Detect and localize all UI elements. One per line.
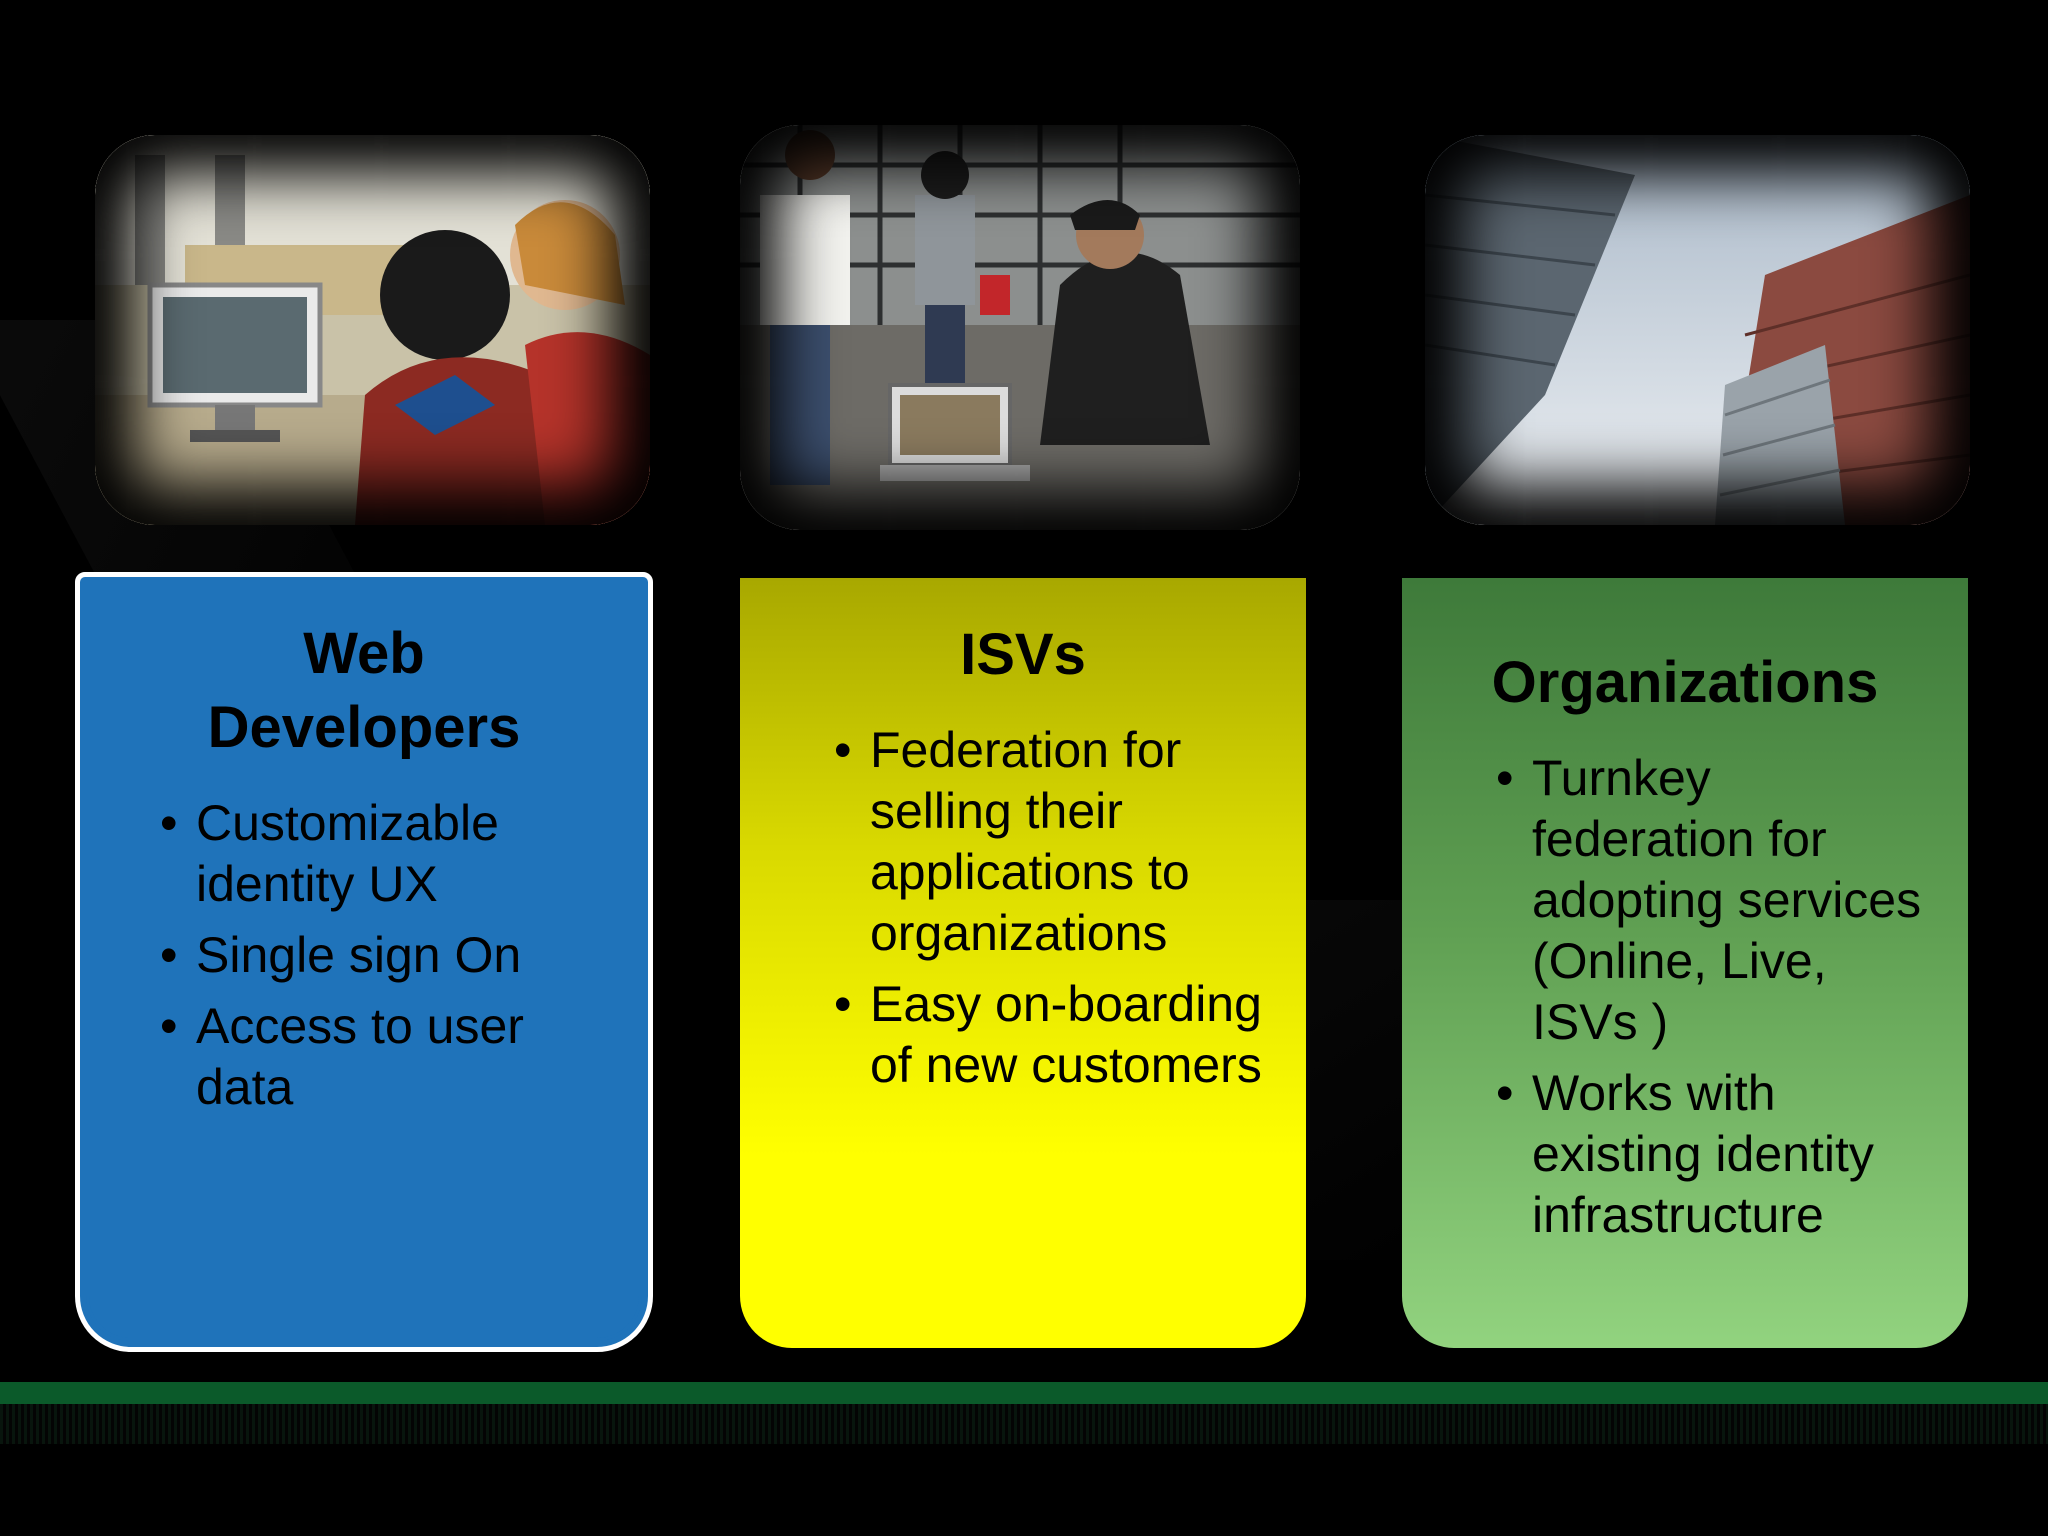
list-item: Access to user data <box>160 996 608 1118</box>
business-meeting-photo <box>740 125 1300 530</box>
card-title: ISVs <box>960 622 1086 687</box>
card-title: Web Developers <box>207 621 521 760</box>
list-item: Works with existing identity infrastruct… <box>1496 1063 1928 1246</box>
card-organizations: Organizations Turnkey federation for ado… <box>1402 578 1968 1348</box>
list-item: Turnkey federation for adopting services… <box>1496 748 1928 1053</box>
list-item: Single sign On <box>160 925 608 986</box>
footer-hatch <box>0 1404 2048 1444</box>
list-item: Customizable identity UX <box>160 793 608 915</box>
list-item: Federation for selling their application… <box>834 720 1266 964</box>
card-bullet-list: Turnkey federation for adopting services… <box>1496 748 1928 1246</box>
developers-at-monitor-photo <box>95 135 650 525</box>
card-bullet-list: Federation for selling their application… <box>834 720 1266 1096</box>
list-item: Easy on-boarding of new customers <box>834 974 1266 1096</box>
card-web-developers: Web Developers Customizable identity UX … <box>75 572 653 1352</box>
skyscrapers-photo <box>1425 135 1970 525</box>
card-title: Organizations <box>1491 650 1879 715</box>
card-isvs: ISVs Federation for selling their applic… <box>740 578 1306 1348</box>
footer-band <box>0 1382 2048 1404</box>
card-bullet-list: Customizable identity UX Single sign On … <box>160 793 608 1118</box>
